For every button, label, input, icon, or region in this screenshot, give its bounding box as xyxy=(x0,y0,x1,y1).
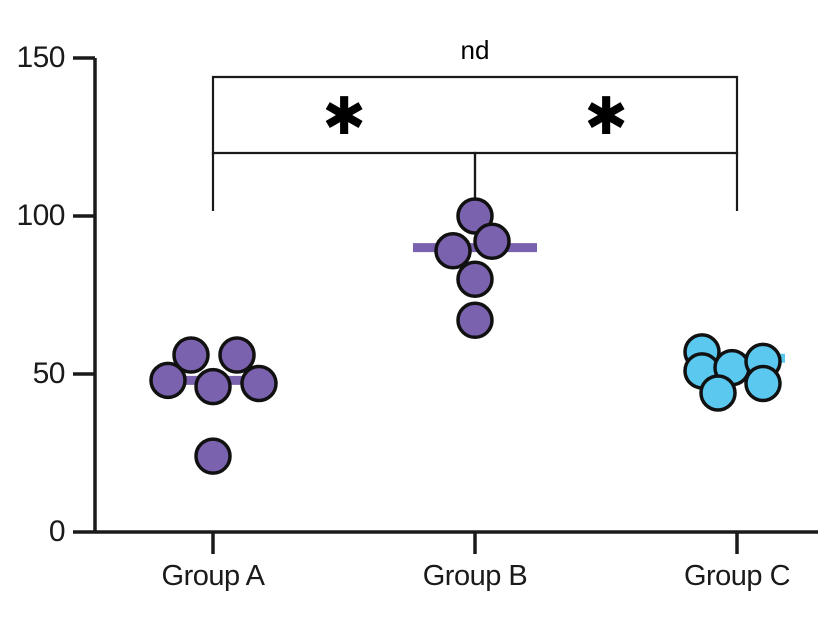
data-point xyxy=(456,197,494,235)
data-point xyxy=(172,336,210,374)
y-axis-ticks xyxy=(73,56,95,534)
significance-asterisk: ✱ xyxy=(584,87,628,147)
data-point xyxy=(434,232,472,270)
y-tick-label: 150 xyxy=(16,41,65,74)
data-point xyxy=(744,364,782,403)
data-point xyxy=(456,301,494,340)
data-points xyxy=(149,197,782,475)
significance-bracket xyxy=(211,75,739,155)
x-axis-ticks xyxy=(211,532,739,554)
data-point xyxy=(699,374,737,412)
data-point xyxy=(149,361,187,400)
data-point xyxy=(456,260,494,298)
x-tick-label-group-b: Group B xyxy=(422,560,528,592)
significance-nd-label: nd xyxy=(460,35,490,65)
y-tick-label: 50 xyxy=(32,357,66,390)
x-tick-label-group-a: Group A xyxy=(161,560,265,592)
data-point xyxy=(194,367,232,406)
y-tick-label: 100 xyxy=(16,199,65,232)
data-point xyxy=(473,222,511,261)
axis-lines xyxy=(93,58,818,534)
significance-bracket xyxy=(473,151,739,211)
x-tick-label-group-c: Group C xyxy=(683,560,791,592)
significance-bracket xyxy=(211,151,477,211)
data-point xyxy=(240,364,278,403)
y-tick-label: 0 xyxy=(48,515,66,548)
data-point xyxy=(194,437,232,475)
data-point xyxy=(218,336,256,374)
significance-brackets xyxy=(211,75,739,211)
significance-asterisk: ✱ xyxy=(322,87,366,147)
